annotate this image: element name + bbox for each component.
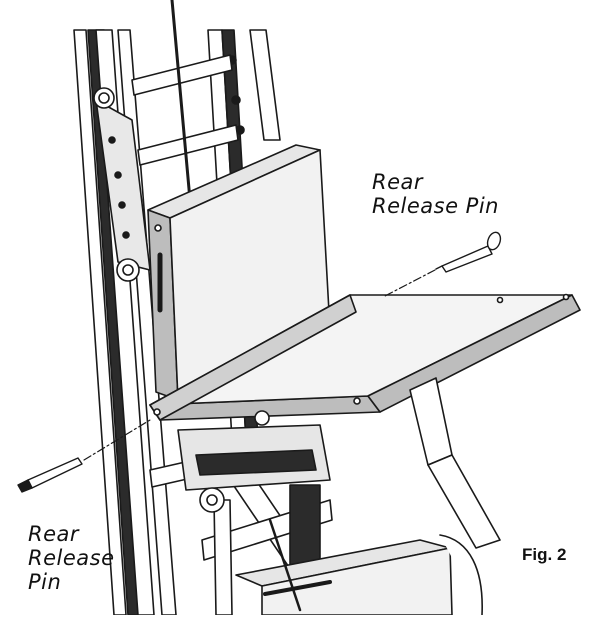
callout-top-line2: Release Pin: [372, 194, 499, 218]
callout-top-line1: Rear: [372, 170, 424, 194]
callout-bottom-line2: Release: [28, 546, 115, 570]
callout-rear-release-pin-bottom: Rear Release Pin: [28, 522, 115, 594]
callout-bottom-line3: Pin: [28, 570, 62, 594]
figure-label: Fig. 2: [522, 545, 567, 564]
mid-carriage: [177, 410, 331, 566]
callout-rear-release-pin-top: Rear Release Pin: [372, 170, 499, 218]
side-clamp-plate: [93, 87, 151, 282]
lower-carriage-box: [235, 518, 483, 616]
rear-release-pin-lower: [17, 457, 83, 493]
rear-release-pin-upper: [435, 231, 502, 273]
callout-bottom-line1: Rear: [28, 522, 80, 546]
platform-tray: [149, 293, 581, 421]
